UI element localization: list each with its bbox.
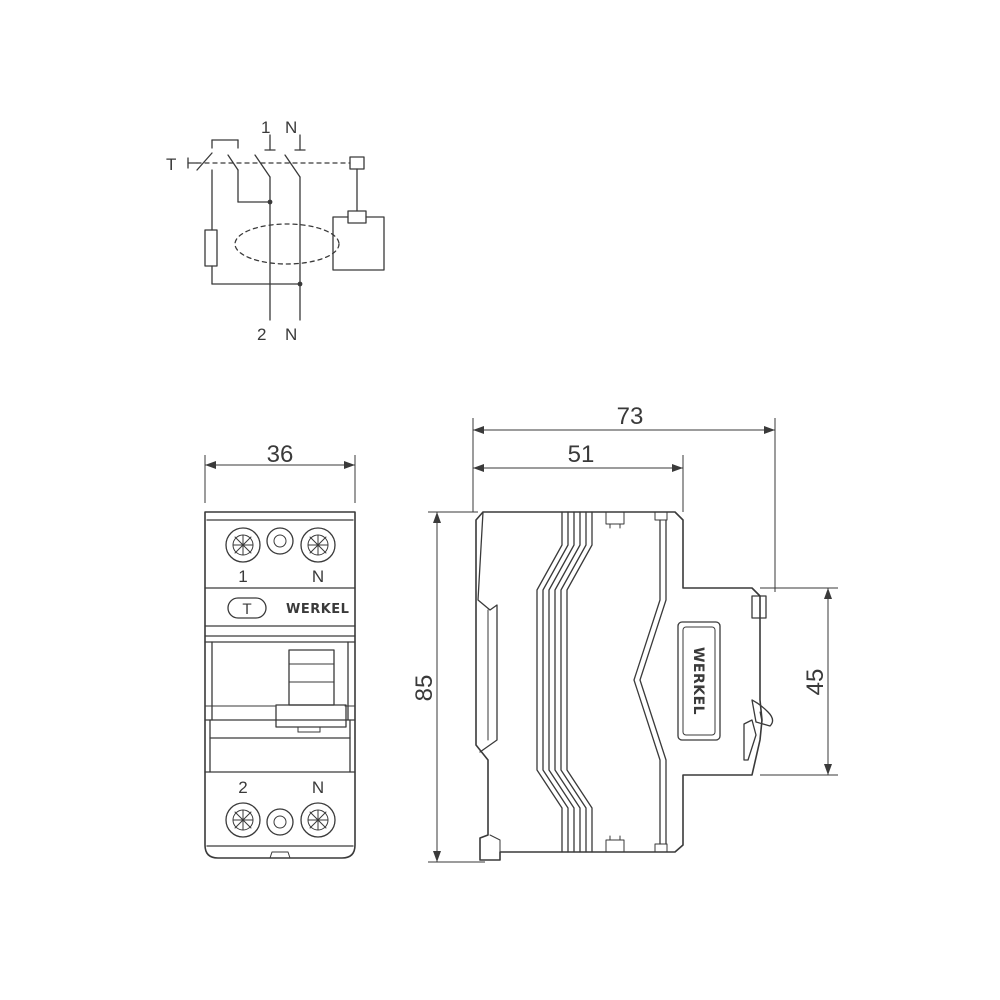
toggle-lever[interactable] <box>288 649 335 706</box>
schematic-top-neutral-label: N <box>285 118 297 137</box>
height-dimension: 85 <box>411 675 438 702</box>
top-line-terminal-screw <box>225 527 261 563</box>
front-bottom-line-label: 2 <box>238 778 247 797</box>
bottom-neutral-terminal-screw <box>300 802 336 838</box>
test-button-label: T <box>242 602 252 618</box>
front-view: 36 1 N T WERKEL <box>204 441 356 859</box>
front-brand-logo: WERKEL <box>286 602 349 617</box>
front-height-dimension: 45 <box>802 669 829 696</box>
overall-depth-dimension: 73 <box>617 403 644 430</box>
wiring-schematic: 1 N T <box>166 118 385 344</box>
front-bottom-neutral-label: N <box>312 778 324 797</box>
side-brand-logo: WERKEL <box>690 647 706 715</box>
side-brand-plate <box>677 621 721 741</box>
front-width-dimension: 36 <box>267 441 294 468</box>
schematic-bottom-neutral-label: N <box>285 325 297 344</box>
side-view: 73 51 85 45 <box>411 403 838 863</box>
schematic-test-label: T <box>166 155 176 174</box>
front-top-line-label: 1 <box>238 567 247 586</box>
bottom-line-terminal-screw <box>225 802 261 838</box>
front-top-neutral-label: N <box>312 567 324 586</box>
schematic-bottom-line-label: 2 <box>257 325 266 344</box>
schematic-top-line-label: 1 <box>261 118 270 137</box>
body-depth-dimension: 51 <box>568 441 595 468</box>
test-button[interactable] <box>227 597 267 619</box>
top-neutral-terminal-screw <box>300 527 336 563</box>
